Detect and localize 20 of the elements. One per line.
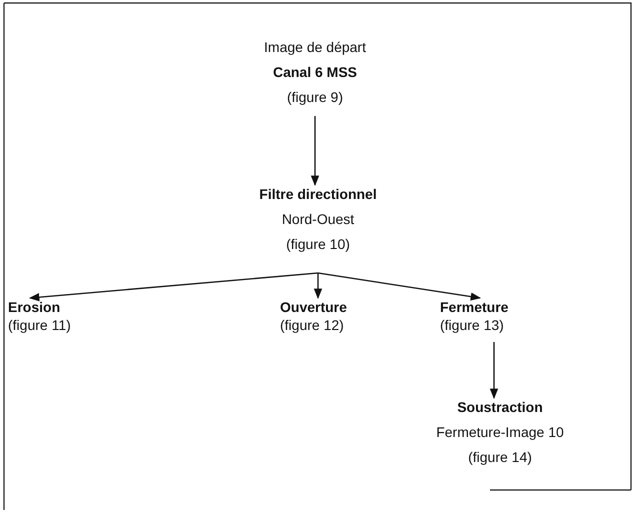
arrow [314, 273, 322, 300]
step-title: Filtre directionnel [258, 185, 378, 203]
step-note: Image de départ [263, 38, 367, 56]
step-note: (figure 12) [280, 316, 345, 334]
step-title: Ouverture [280, 298, 348, 316]
arrow [490, 342, 498, 400]
step-note: Fermeture-Image 10 [435, 423, 565, 441]
step-note: (figure 9) [286, 88, 344, 106]
arrow [318, 272, 482, 301]
step-note: (figure 11) [8, 316, 72, 334]
step-note: (figure 10) [285, 235, 351, 253]
step-title: Fermeture [440, 298, 510, 316]
step-note: Nord-Ouest [280, 210, 356, 228]
step-title: Soustraction [456, 398, 544, 416]
step-title: Canal 6 MSS [272, 63, 358, 81]
step-title: Erosion [8, 298, 62, 316]
step-note: (figure 13) [440, 316, 505, 334]
step-note: (figure 14) [467, 448, 533, 466]
arrow [310, 116, 320, 186]
arrow [28, 272, 318, 302]
